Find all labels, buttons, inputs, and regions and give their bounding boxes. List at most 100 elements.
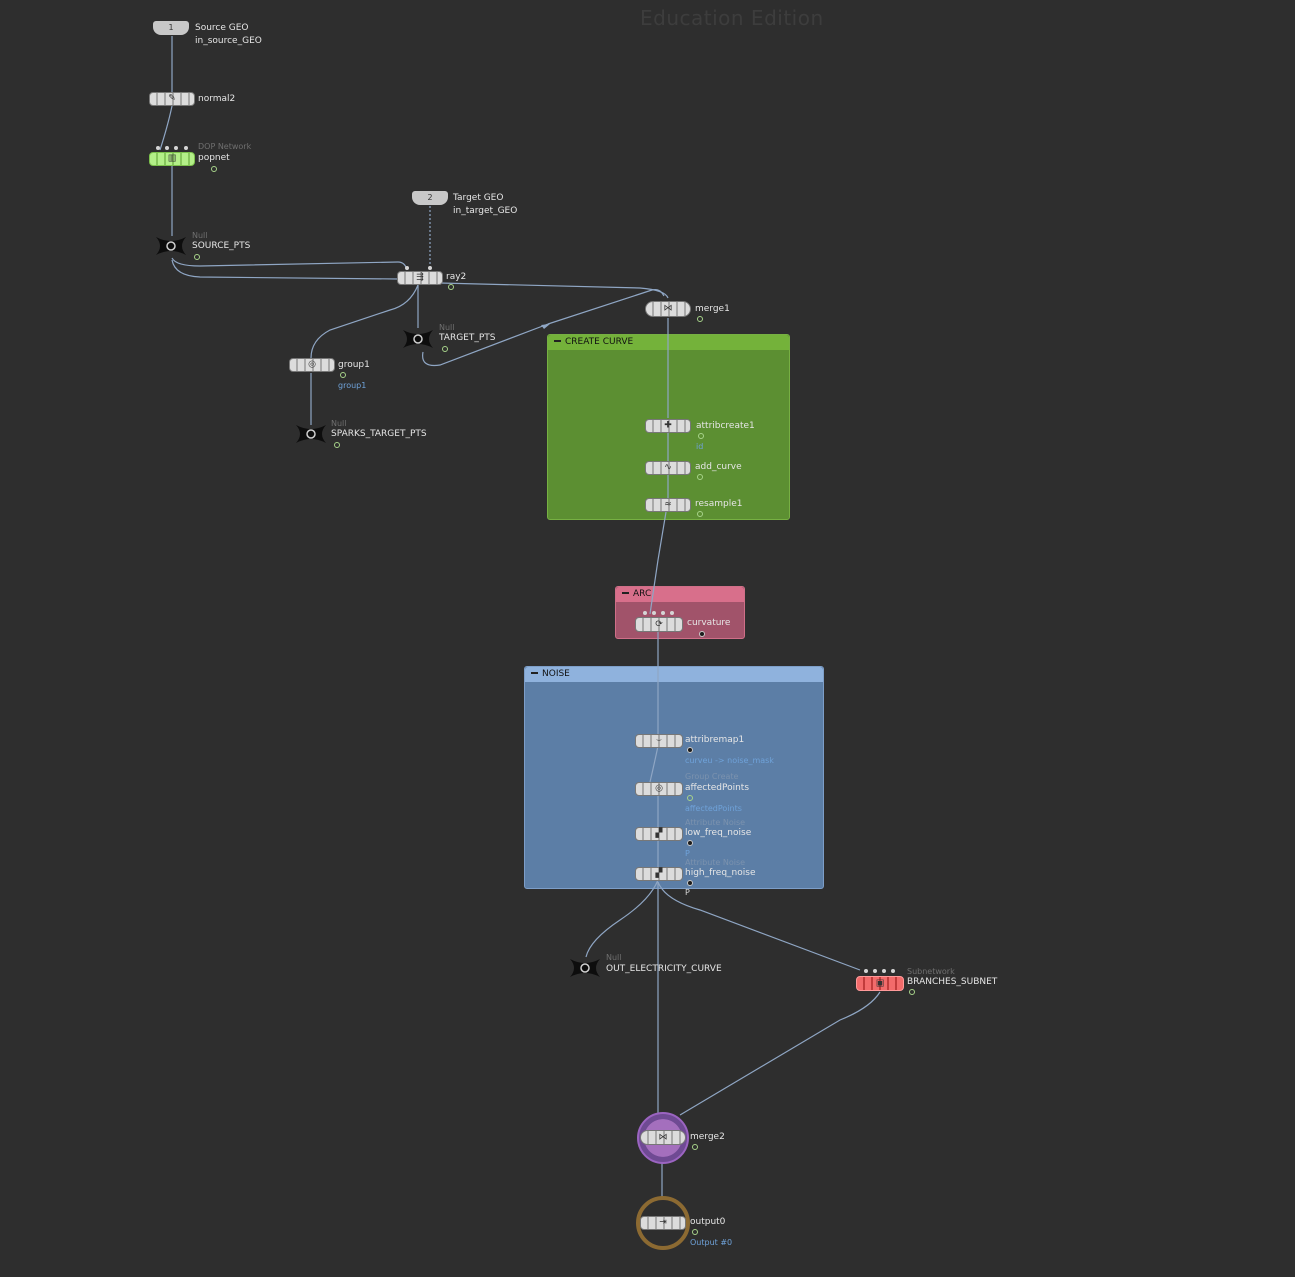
node-attribcreate1[interactable]: ✚ attribcreate1 id xyxy=(644,416,764,452)
node-flag[interactable] xyxy=(697,474,703,480)
node-flag[interactable] xyxy=(687,747,693,753)
node-curvature[interactable]: ⟳ curvature xyxy=(634,608,734,638)
node-label: merge2 xyxy=(690,1132,725,1142)
node-body[interactable]: ∿ xyxy=(645,461,691,475)
node-flag[interactable] xyxy=(697,316,703,322)
node-type-label: Null xyxy=(192,231,208,240)
null-icon xyxy=(156,237,186,255)
network-box-header[interactable]: ARC xyxy=(616,587,744,602)
node-high-freq-noise[interactable]: ▞ Attribute Noise high_freq_noise P xyxy=(634,858,764,898)
node-body[interactable]: ⋈ xyxy=(640,1130,686,1145)
node-label: BRANCHES_SUBNET xyxy=(907,977,998,987)
node-merge2[interactable]: ⋈ merge2 xyxy=(636,1112,736,1168)
node-flag[interactable] xyxy=(687,840,693,846)
input-connector[interactable] xyxy=(670,611,674,615)
node-normal2[interactable]: ✎ normal2 xyxy=(148,90,268,110)
node-flag[interactable] xyxy=(448,284,454,290)
node-group1[interactable]: ◎ group1 group1 xyxy=(288,352,388,394)
node-merge1[interactable]: ⋈ merge1 xyxy=(644,294,744,324)
node-body[interactable]: ⇶ xyxy=(397,271,443,285)
network-box-header[interactable]: CREATE CURVE xyxy=(548,335,789,350)
node-sparks-target-pts[interactable]: Null SPARKS_TARGET_PTS xyxy=(294,418,444,452)
node-body[interactable]: ⌣ xyxy=(635,734,683,748)
network-box-noise[interactable]: NOISE xyxy=(524,666,824,889)
node-body[interactable]: ≈ xyxy=(645,498,691,512)
input-connector[interactable] xyxy=(643,611,647,615)
node-flag[interactable] xyxy=(194,254,200,260)
node-parameter-label: affectedPoints xyxy=(685,804,742,813)
input-connector[interactable] xyxy=(882,969,886,973)
node-resample1[interactable]: ≈ resample1 xyxy=(644,496,754,520)
node-flag[interactable] xyxy=(698,433,704,439)
resample-icon: ≈ xyxy=(664,499,672,510)
node-popnet[interactable]: ▥ DOP Network popnet xyxy=(148,140,268,176)
node-parameter-label: curveu -> noise_mask xyxy=(685,756,774,765)
node-add-curve[interactable]: ∿ add_curve xyxy=(644,458,754,482)
node-body[interactable]: ⋈ xyxy=(645,301,691,317)
node-target-geo[interactable]: 2 Target GEO in_target_GEO xyxy=(411,190,541,220)
subnet-input-badge[interactable]: 1 xyxy=(153,21,189,35)
input-connector[interactable] xyxy=(405,266,409,270)
input-connector[interactable] xyxy=(873,969,877,973)
node-branches-subnet[interactable]: ▣ Subnetwork BRANCHES_SUBNET xyxy=(855,964,1005,998)
node-out-electricity-curve[interactable]: Null OUT_ELECTRICITY_CURVE xyxy=(568,952,728,986)
node-source-geo[interactable]: 1 Source GEO in_source_GEO xyxy=(152,20,282,50)
input-connector[interactable] xyxy=(652,611,656,615)
node-label: output0 xyxy=(690,1217,726,1227)
normal-icon: ✎ xyxy=(168,93,176,104)
input-connector[interactable] xyxy=(661,611,665,615)
curve-icon: ∿ xyxy=(664,462,672,473)
node-label: Source GEO xyxy=(195,23,249,33)
input-connector[interactable] xyxy=(174,146,178,150)
input-connector[interactable] xyxy=(891,969,895,973)
node-low-freq-noise[interactable]: ▞ Attribute Noise low_freq_noise P xyxy=(634,818,764,858)
node-flag[interactable] xyxy=(340,372,346,378)
node-flag[interactable] xyxy=(687,795,693,801)
node-affectedpoints[interactable]: ◎ Group Create affectedPoints affectedPo… xyxy=(634,772,764,816)
node-label: low_freq_noise xyxy=(685,828,752,838)
node-body[interactable]: ◎ xyxy=(635,782,683,796)
node-label: ray2 xyxy=(446,272,467,282)
node-body[interactable]: ✎ xyxy=(149,92,195,106)
node-attribremap1[interactable]: ⌣ attribremap1 curveu -> noise_mask xyxy=(634,732,794,768)
node-flag[interactable] xyxy=(692,1229,698,1235)
node-label: SOURCE_PTS xyxy=(192,241,251,251)
input-connector[interactable] xyxy=(184,146,188,150)
input-connector[interactable] xyxy=(428,266,432,270)
node-body[interactable]: ▣ xyxy=(856,976,904,991)
collapse-icon[interactable] xyxy=(531,671,538,674)
node-body[interactable]: ▞ xyxy=(635,867,683,881)
collapse-icon[interactable] xyxy=(554,339,561,342)
node-output0[interactable]: ⇥ output0 Output #0 xyxy=(636,1196,746,1252)
node-sublabel: in_target_GEO xyxy=(453,206,518,216)
node-flag[interactable] xyxy=(909,989,915,995)
node-flag[interactable] xyxy=(211,166,217,172)
node-body[interactable]: ⇥ xyxy=(640,1216,686,1230)
node-body[interactable]: ✚ xyxy=(645,419,691,433)
node-type-label: Attribute Noise xyxy=(685,818,746,827)
subnet-input-badge[interactable]: 2 xyxy=(412,191,448,205)
collapse-icon[interactable] xyxy=(622,591,629,594)
node-target-pts[interactable]: Null TARGET_PTS xyxy=(401,322,511,356)
node-label: group1 xyxy=(338,360,370,370)
input-connector[interactable] xyxy=(156,146,160,150)
node-label: resample1 xyxy=(695,499,743,509)
node-flag[interactable] xyxy=(334,442,340,448)
node-flag[interactable] xyxy=(697,511,703,517)
node-flag[interactable] xyxy=(699,631,705,637)
node-parameter-label: group1 xyxy=(338,381,367,390)
node-source-pts[interactable]: Null SOURCE_PTS xyxy=(154,230,284,264)
node-flag[interactable] xyxy=(442,346,448,352)
node-body[interactable]: ▞ xyxy=(635,827,683,841)
node-body[interactable]: ⟳ xyxy=(635,617,683,632)
node-flag[interactable] xyxy=(692,1144,698,1150)
node-body[interactable]: ▥ xyxy=(149,152,195,166)
network-box-header[interactable]: NOISE xyxy=(525,667,823,682)
node-type-label: Group Create xyxy=(685,772,739,781)
node-body[interactable]: ◎ xyxy=(289,358,335,372)
node-type-label: Null xyxy=(331,419,347,428)
input-connector[interactable] xyxy=(165,146,169,150)
node-flag[interactable] xyxy=(687,880,693,886)
input-connector[interactable] xyxy=(864,969,868,973)
node-ray2[interactable]: ⇶ ray2 xyxy=(396,266,486,294)
